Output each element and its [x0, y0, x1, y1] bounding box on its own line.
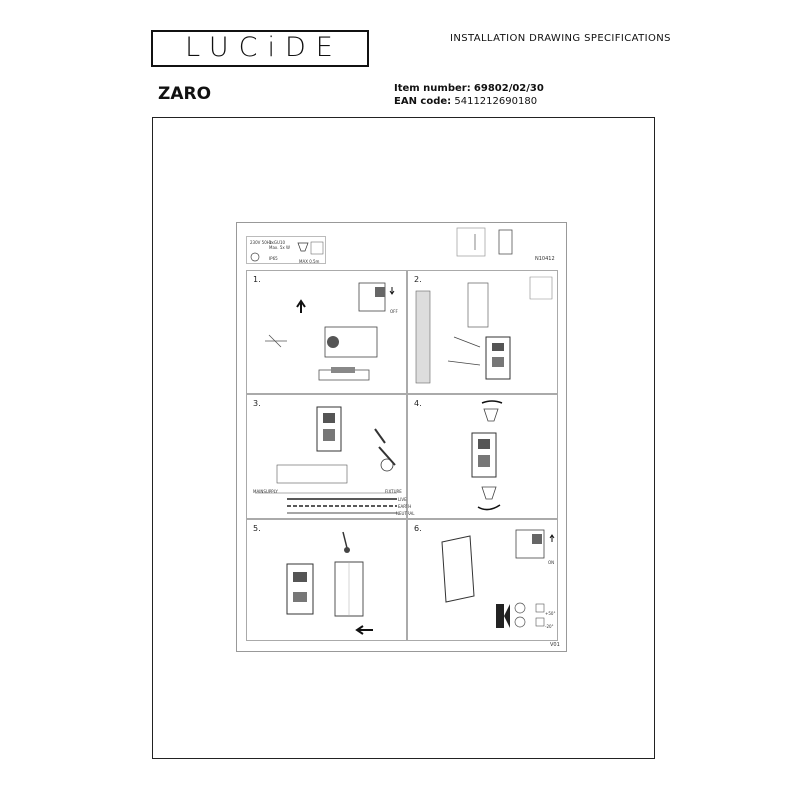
- step-number: 2.: [414, 275, 422, 284]
- wiring-neutral-label: NEUTRAL: [396, 511, 415, 516]
- step-number: 3.: [253, 399, 261, 408]
- ean-row: EAN code: 5411212690180: [394, 95, 544, 108]
- brand-logo-frame: [151, 30, 369, 67]
- drawing-frame: [152, 117, 655, 759]
- step-panel-6: 6. ON +50° -20°: [407, 519, 558, 641]
- step-3-illustration: [255, 406, 397, 514]
- instruction-sheet: 230V 50Hz 1xGU10 Max. 5x W IP65 MAX 0.5m…: [236, 222, 567, 652]
- step-number: 5.: [253, 524, 261, 533]
- step-panel-5: 5.: [246, 519, 407, 641]
- brand-logo: LUCiDE: [185, 32, 343, 63]
- step-number: 6.: [414, 524, 422, 533]
- step-2-illustration: [415, 276, 553, 384]
- spec-distance: MAX 0.5m: [299, 259, 320, 264]
- product-meta: Item number: 69802/02/30 EAN code: 54112…: [394, 82, 544, 108]
- spec-bulb: 1xGU10 Max. 5x W: [269, 240, 290, 250]
- item-number-row: Item number: 69802/02/30: [394, 82, 544, 95]
- spec-voltage: 230V 50Hz: [250, 240, 272, 245]
- step-1-illustration: [265, 282, 395, 381]
- spec-icons: [250, 241, 324, 262]
- spec-ip: IP65: [269, 256, 278, 261]
- item-number-value: 69802/02/30: [473, 83, 544, 94]
- ean-value: 5411212690180: [454, 96, 538, 107]
- item-number-label: Item number:: [394, 83, 471, 94]
- temp-high-label: +50°: [545, 611, 556, 616]
- on-label: ON: [548, 560, 555, 565]
- step-number: 4.: [414, 399, 422, 408]
- product-name: ZARO: [158, 84, 212, 104]
- step-6-illustration: [441, 529, 555, 628]
- wiring-supply-label: MAINSUPPLY: [253, 489, 278, 494]
- step-panel-4: 4.: [407, 394, 558, 519]
- wiring-live-label: LIVE: [398, 497, 407, 502]
- mount-diagram-icon: [456, 227, 513, 257]
- wiring-fixture-label: FIXTURE: [385, 489, 402, 494]
- document-title: INSTALLATION DRAWING SPECIFICATIONS: [450, 33, 671, 44]
- step-4-illustration: [471, 400, 503, 511]
- temp-low-label: -20°: [545, 624, 554, 629]
- sheet-version: V01: [550, 642, 560, 648]
- step-5-illustration: [286, 531, 373, 635]
- off-label: OFF: [390, 309, 398, 314]
- step-number: 1.: [253, 275, 261, 284]
- step-panel-2: 2.: [407, 270, 558, 394]
- spec-strip: 230V 50Hz 1xGU10 Max. 5x W IP65 MAX 0.5m: [246, 236, 326, 264]
- step-panel-1: 1. OFF: [246, 270, 407, 394]
- ean-label: EAN code:: [394, 96, 452, 107]
- step-panel-3: 3. MAINSUPPLY FIXTURE LIVE EARTH NEUTRAL: [246, 394, 414, 519]
- wiring-earth-label: EARTH: [398, 504, 412, 509]
- sheet-code: N10412: [535, 256, 555, 262]
